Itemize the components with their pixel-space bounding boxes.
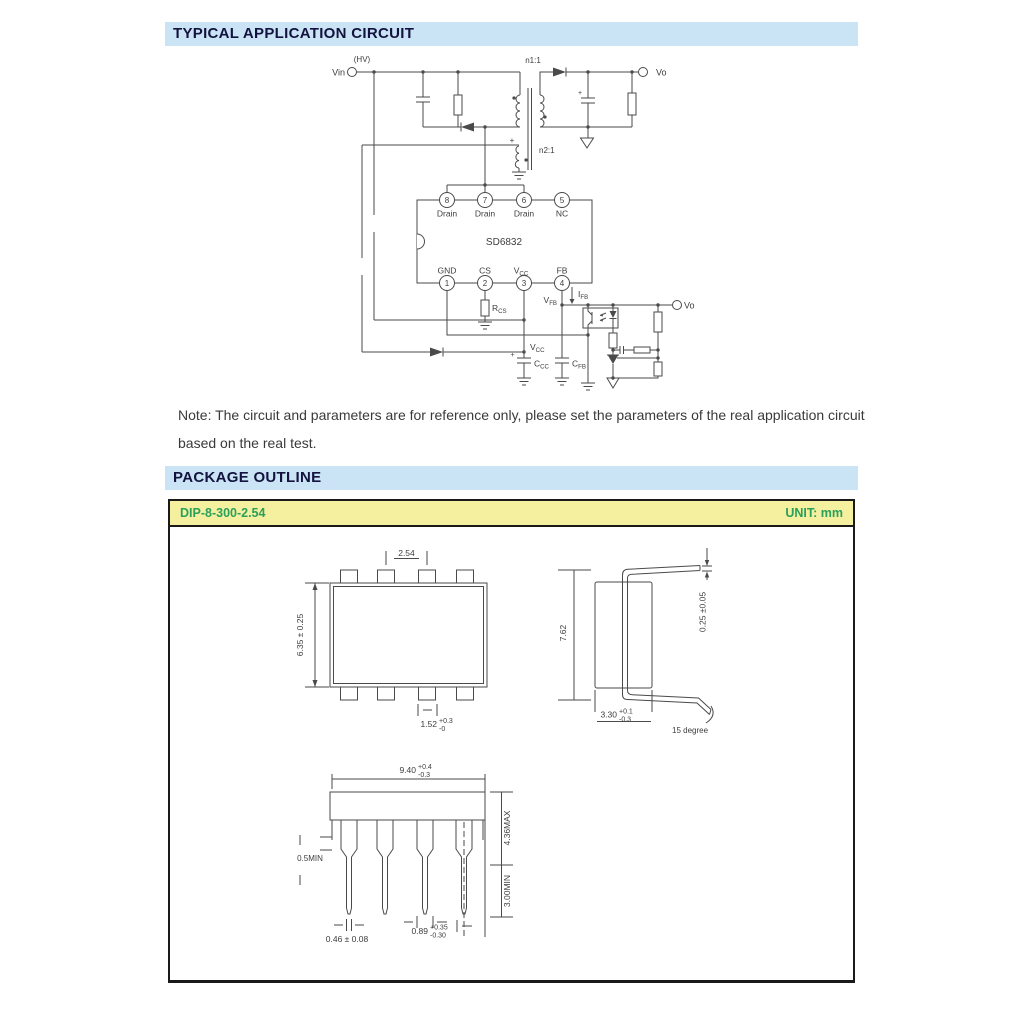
dim-body-length-tol-plus: +0.4	[418, 764, 432, 771]
pin5-name: NC	[556, 209, 568, 219]
terminals	[347, 67, 682, 310]
vin-terminal	[347, 67, 357, 77]
transformer-ratio-aux: n2:1	[539, 146, 555, 155]
dim-body-thickness: 3.30	[600, 710, 617, 720]
pin7-number: 7	[483, 196, 488, 205]
dim-body-length-tol-minus: -0.3	[418, 772, 430, 779]
rcs-label: RCS	[492, 303, 507, 315]
vfb-label: VFB	[544, 295, 557, 307]
pin2-name: CS	[479, 266, 491, 276]
front-view	[299, 774, 513, 938]
package-variant: DIP-8-300-2.54	[180, 506, 266, 520]
ic-notch	[416, 233, 425, 250]
pin3-name: VCC	[514, 266, 529, 278]
package-outline-box: DIP-8-300-2.54 UNIT: mm	[168, 499, 855, 983]
note-line-1: Note: The circuit and parameters are for…	[178, 407, 865, 423]
opto-coupler	[582, 307, 619, 329]
pin8-number: 8	[445, 196, 450, 205]
dim-lead-thickness: 0.25 ±0.05	[698, 592, 708, 632]
pin4-name: FB	[557, 266, 568, 276]
front-view-pins	[340, 820, 473, 915]
dim-body-thickness-tol-plus: +0.1	[619, 709, 633, 716]
package-variant-bar: DIP-8-300-2.54 UNIT: mm	[170, 501, 853, 527]
dim-shoulder-width-tol-minus: -0.30	[430, 933, 446, 940]
dim-pin-tip-width: 0.46 ± 0.08	[326, 934, 369, 944]
pin1-name: GND	[438, 266, 457, 276]
pin1-number: 1	[445, 279, 450, 288]
dim-body-length: 9.40	[399, 765, 416, 775]
lead-angle-arc	[705, 705, 714, 724]
aux-dot	[524, 158, 528, 162]
ifb-label: IFB	[578, 289, 588, 301]
dim-shoulder-width-tol-plus: +0.35	[430, 925, 448, 932]
vcc-node-label: VCC	[530, 342, 545, 354]
note-line-2: based on the real test.	[178, 435, 317, 451]
transformer-ratio-primary: n1:1	[525, 56, 541, 65]
ccc-label: CCC	[534, 359, 550, 371]
diodes	[430, 67, 567, 357]
ic-pins	[439, 192, 570, 291]
vo-top-label: Vo	[656, 68, 667, 78]
secondary-dot	[543, 115, 547, 119]
package-outline-drawing: 2.54 6.35 ± 0.25 1.52+0.3-0 7.62 0.25 ±0.05 3…	[295, 548, 714, 944]
dim-standoff: 0.5MIN	[297, 854, 323, 863]
dim-pin-width-top-tol-plus: +0.3	[439, 718, 453, 725]
ic-part-number: SD6832	[486, 237, 523, 248]
pin3-number: 3	[522, 279, 527, 288]
dim-body-width: 6.35 ± 0.25	[295, 613, 305, 656]
dim-pitch: 2.54	[398, 548, 415, 558]
pin8-name: Drain	[437, 209, 458, 219]
section-title-package: PACKAGE OUTLINE	[165, 466, 858, 490]
pin6-name: Drain	[514, 209, 535, 219]
dim-pin-width-top: 1.52	[420, 719, 437, 729]
vo-top-terminal	[638, 67, 648, 77]
cfb-label: CFB	[572, 359, 586, 371]
secondary-ground	[579, 137, 595, 149]
pin2-number: 2	[483, 279, 488, 288]
dim-pin-length: 3.00MIN	[502, 875, 512, 907]
top-view-pins	[340, 569, 474, 701]
pin7-name: Drain	[475, 209, 496, 219]
pin4-number: 4	[560, 279, 565, 288]
pin5-number: 5	[560, 196, 565, 205]
aux-polarity-plus: +	[510, 136, 515, 145]
vin-hv-label: (HV)	[354, 55, 371, 64]
junction-dots	[372, 70, 660, 380]
top-view	[305, 551, 488, 716]
vo-bottom-terminal	[672, 300, 682, 310]
vo-bottom-label: Vo	[684, 301, 695, 311]
package-unit: UNIT: mm	[785, 506, 843, 520]
outcap-polarity-plus: +	[578, 90, 582, 97]
dim-shoulder-width: 0.89	[411, 926, 428, 936]
reference-note: Note: The circuit and parameters are for…	[178, 401, 878, 457]
vin-label: Vin	[332, 68, 345, 78]
pin6-number: 6	[522, 196, 527, 205]
dim-pin-width-top-tol-minus: -0	[439, 726, 445, 733]
dim-body-thickness-tol-minus: -0.3	[619, 717, 631, 724]
primary-dot	[512, 96, 516, 100]
transformer	[512, 72, 547, 170]
dim-body-height: 4.36MAX	[502, 810, 512, 845]
dim-row-spacing: 7.62	[558, 624, 568, 641]
ccc-polarity-plus: +	[510, 352, 514, 359]
ic-body	[416, 192, 593, 291]
section-title-application: TYPICAL APPLICATION CIRCUIT	[165, 22, 858, 46]
dim-lead-angle: 15 degree	[672, 726, 709, 735]
side-view	[558, 548, 714, 724]
